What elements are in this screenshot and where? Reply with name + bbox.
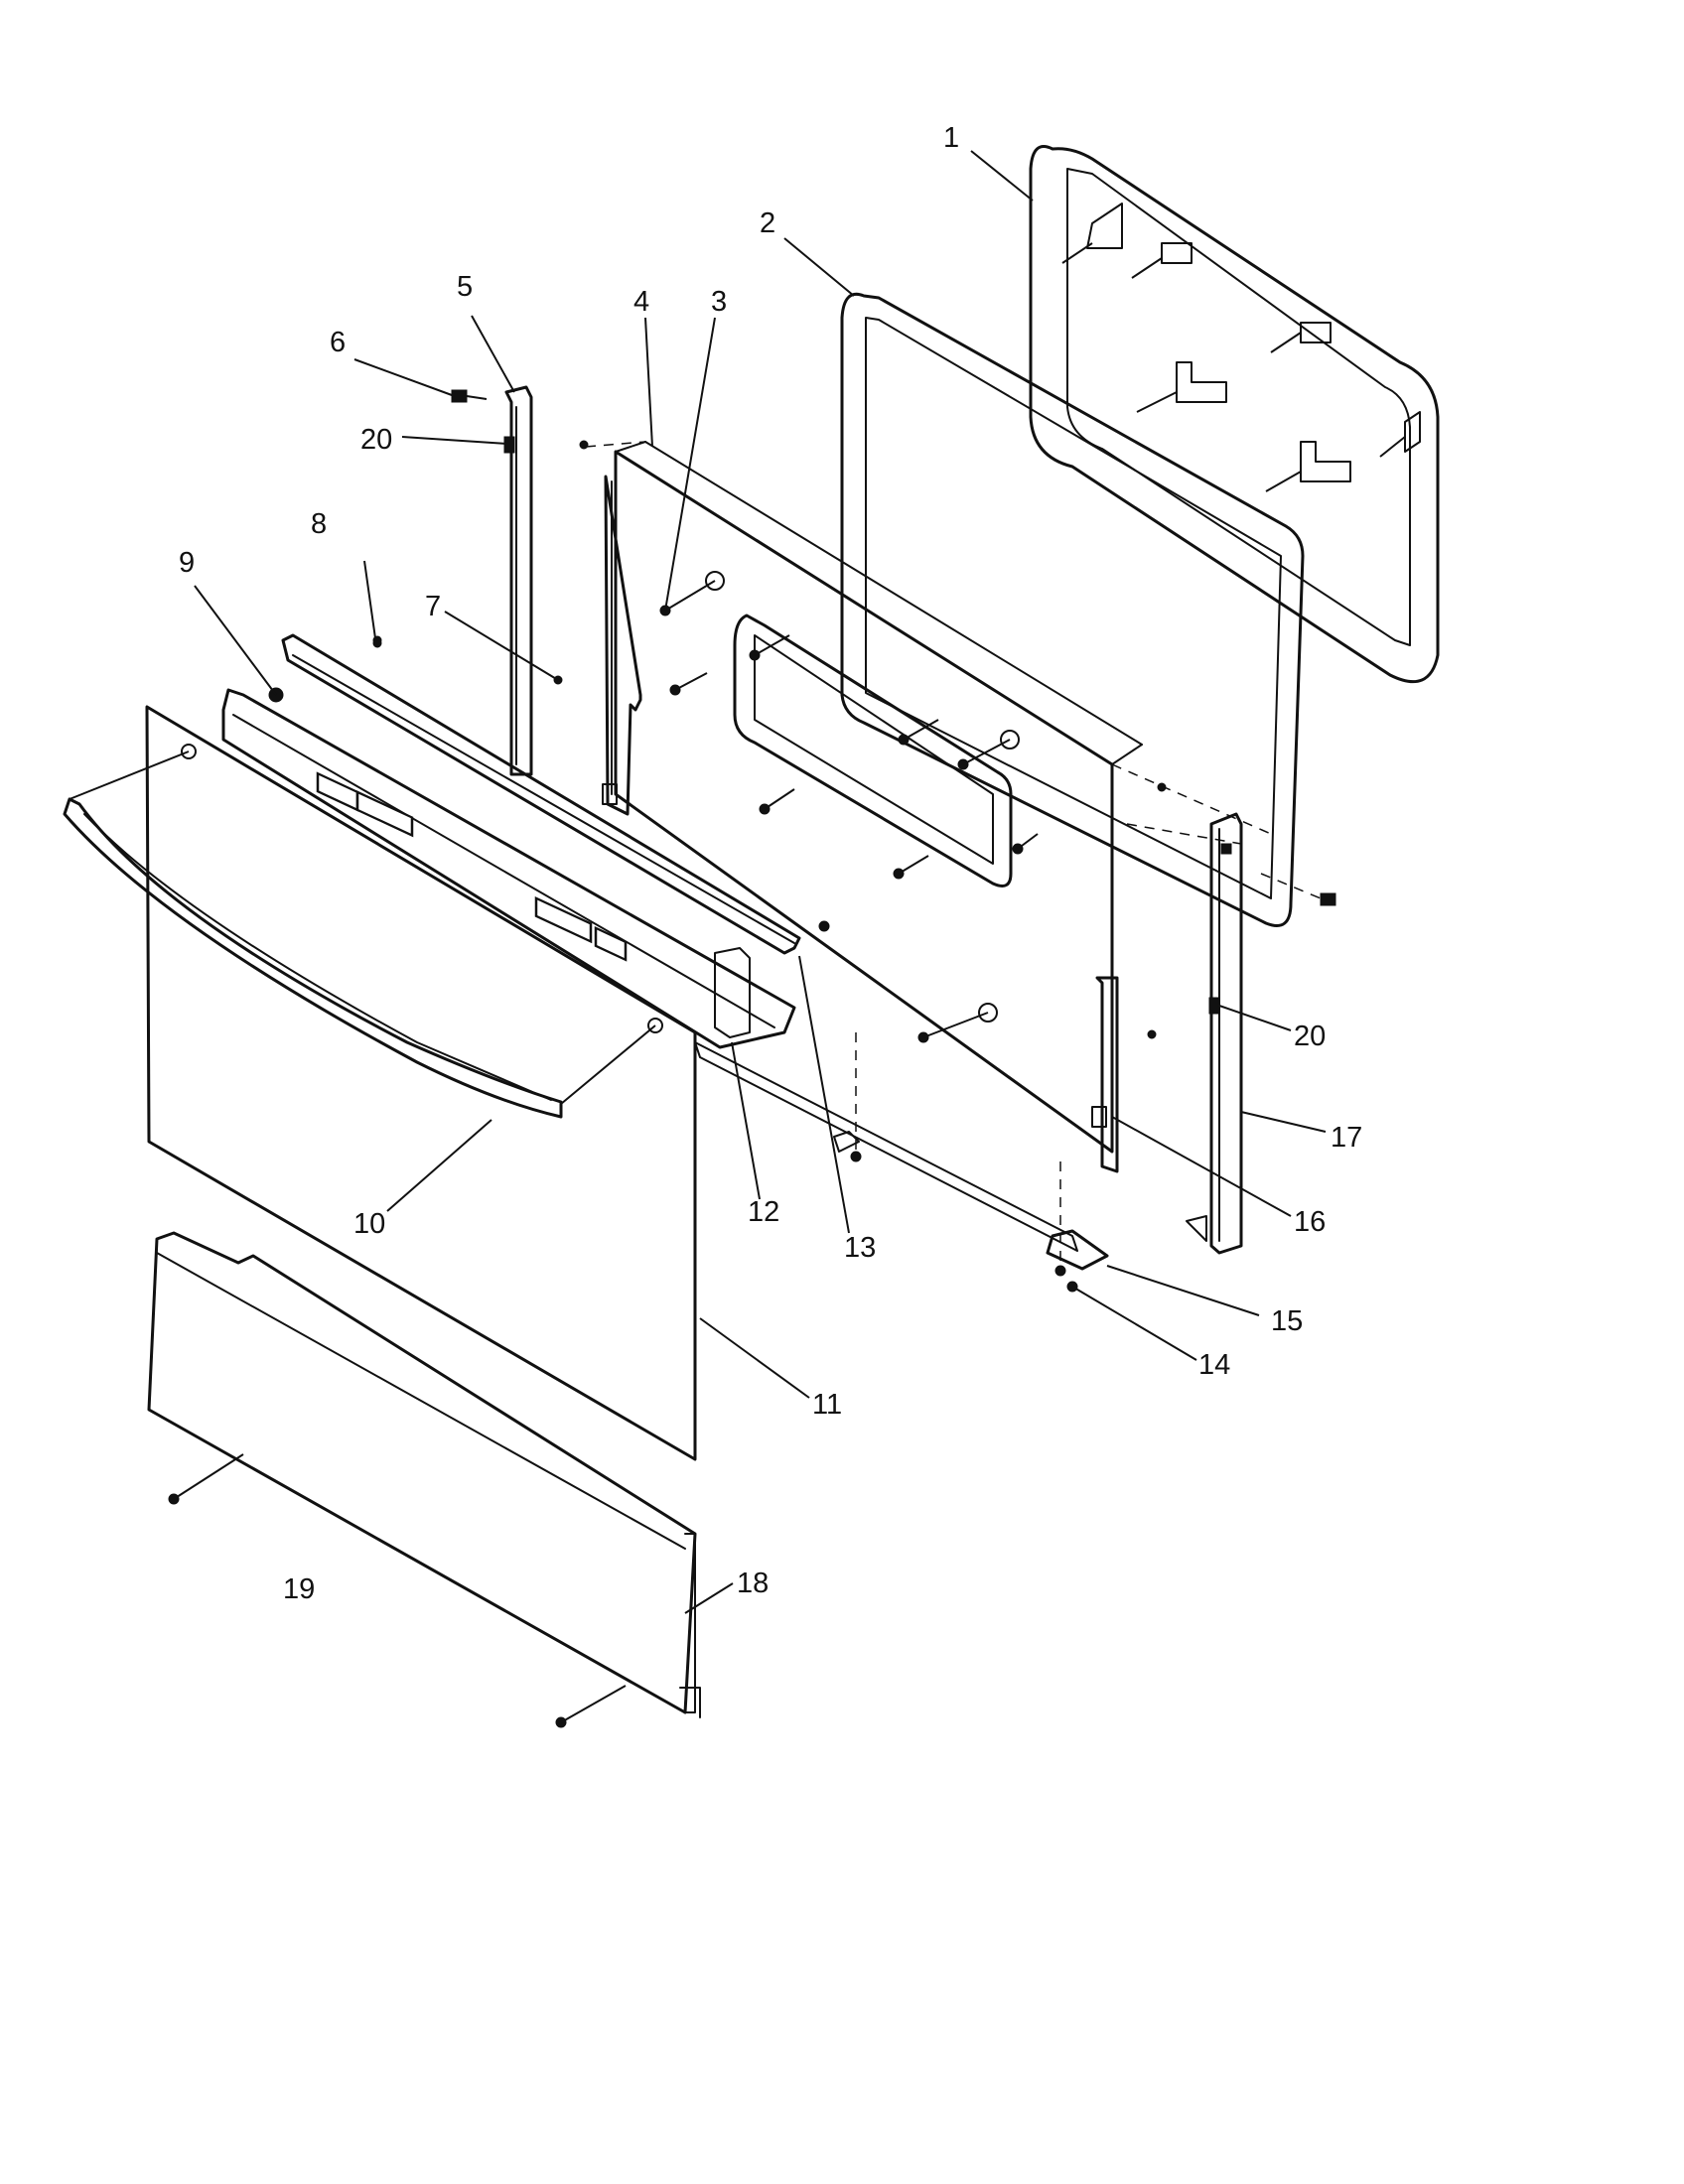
part-15-bottom-rail [694,1032,1109,1293]
callout-16: 16 [1294,1206,1326,1238]
callout-leaders [194,150,1327,1614]
callout-15: 15 [1271,1305,1303,1337]
callout-18: 18 [737,1568,769,1599]
callout-11: 11 [812,1389,842,1421]
part-6-hinge-bolt [451,389,488,403]
callout-4: 4 [633,286,649,318]
callout-14: 14 [1198,1349,1230,1381]
callout-3: 3 [711,286,727,318]
part-2-door-gasket [840,292,1305,927]
callout-17: 17 [1331,1122,1362,1154]
part-12-control-frame [221,687,796,1049]
callout-12: 12 [748,1196,779,1228]
callout-1: 1 [943,122,959,154]
callout-2: 2 [760,207,775,239]
callout-6: 6 [330,327,346,358]
part-10-door-handle [63,751,656,1119]
callout-20-right: 20 [1294,1021,1326,1052]
part-11-outer-panel [145,705,697,1461]
callout-8: 8 [311,508,327,540]
callout-10: 10 [353,1208,385,1240]
callout-20-left: 20 [360,424,392,456]
callout-7: 7 [425,591,441,622]
part-7-hinge-bracket [602,475,642,816]
callout-19: 19 [283,1573,315,1605]
callout-labels: 1 2 3 4 5 6 7 8 9 10 11 12 13 14 15 16 1… [179,122,1362,1605]
part-1-door-liner [1029,145,1440,684]
fasteners [372,440,1167,1039]
part-16-right-hinge-bracket [1091,976,1119,1173]
callout-13: 13 [844,1232,876,1264]
part-17-right-hinge [1126,812,1336,1255]
callout-5: 5 [457,271,473,303]
callout-9: 9 [179,547,195,579]
part-18-kick-panel [147,1231,701,1728]
part-5-left-hinge [503,385,533,776]
part-4-inner-panel [585,441,1272,1154]
